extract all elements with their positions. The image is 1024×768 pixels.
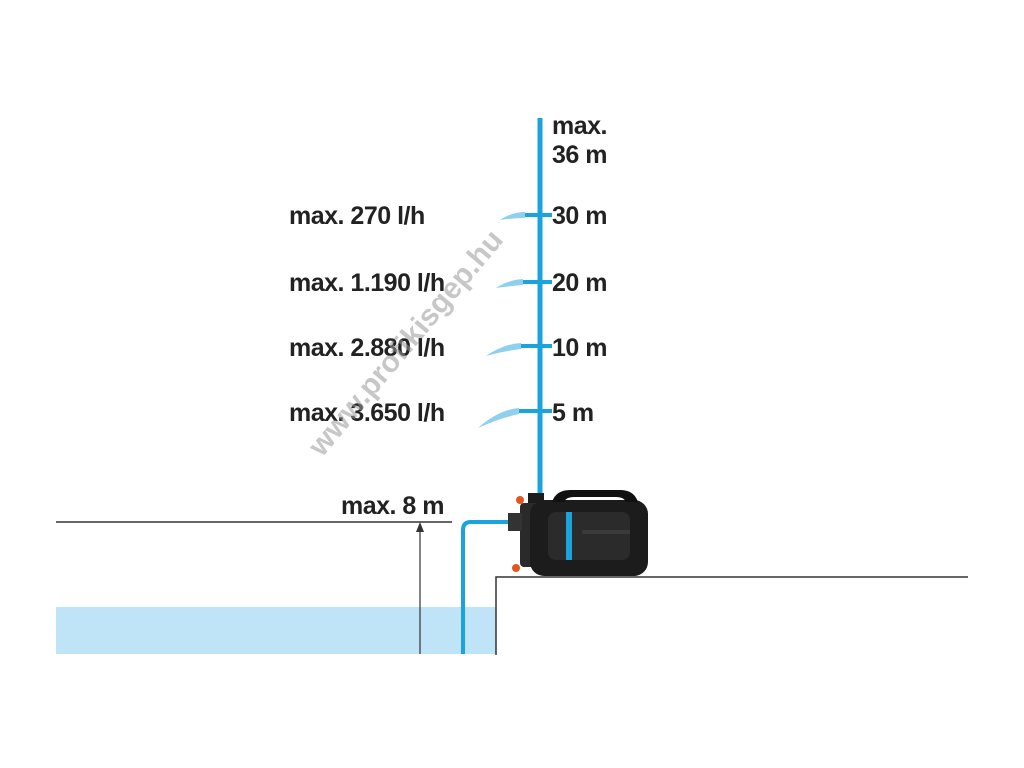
top-height-line1: max. — [552, 112, 607, 140]
jet-20m — [496, 279, 540, 288]
height-label-5m: 5 m — [552, 399, 594, 427]
height-label-30m: 30 m — [552, 202, 607, 230]
jet-10m — [486, 343, 540, 356]
pump-valve-top — [516, 496, 524, 504]
flow-label-10m: max. 2.880 l/h — [289, 334, 445, 362]
height-label-10m: 10 m — [552, 334, 607, 362]
flow-label-30m: max. 270 l/h — [289, 202, 425, 230]
flow-label-20m: max. 1.190 l/h — [289, 269, 445, 297]
top-height-line2: 36 m — [552, 141, 607, 169]
garden-pump — [508, 490, 648, 576]
arrow-head — [416, 522, 424, 532]
height-label-20m: 20 m — [552, 269, 607, 297]
flow-label-5m: max. 3.650 l/h — [289, 399, 445, 427]
jet-30m — [500, 212, 540, 220]
suction-pipe — [461, 520, 520, 654]
water-reservoir — [56, 607, 496, 654]
jet-5m — [478, 408, 540, 428]
pump-valve-bottom — [512, 564, 520, 572]
ledge-outline — [495, 576, 968, 655]
pump-water-indicator — [566, 512, 572, 560]
suction-height-label: max. 8 m — [341, 492, 444, 520]
